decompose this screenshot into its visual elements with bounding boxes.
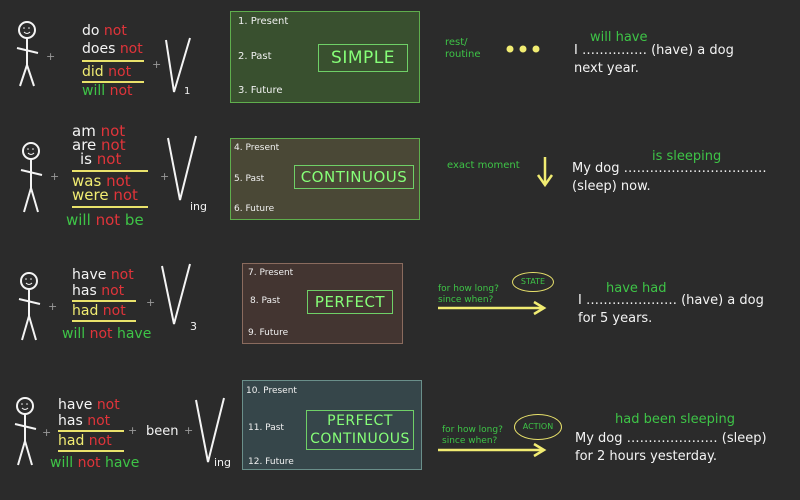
- verb-v-icon: [195, 397, 225, 463]
- aux-line: have not: [72, 267, 134, 283]
- aux-line: have not: [58, 397, 120, 413]
- plus-icon: +: [46, 50, 56, 63]
- tense-past: 8. Past: [250, 296, 281, 306]
- been-word: been: [146, 424, 179, 439]
- aux-line: has not: [58, 413, 111, 429]
- side-note: for how long? since when?: [442, 425, 503, 446]
- tense-present: 1. Present: [238, 16, 289, 27]
- plus-icon: +: [160, 170, 170, 183]
- tense-future: 3. Future: [238, 85, 283, 96]
- stick-figure-icon: [18, 272, 41, 341]
- aux-line: are not: [72, 136, 126, 154]
- aux-line: had not: [58, 433, 112, 449]
- aux-line: was not: [72, 172, 131, 190]
- answer: will have: [590, 30, 648, 45]
- tense-box-continuous: [230, 138, 420, 220]
- tense-box-perfect: [242, 263, 403, 344]
- aux-line: had not: [72, 303, 126, 319]
- side-note: for how long? since when?: [438, 284, 499, 305]
- tense-present: 10. Present: [246, 386, 297, 396]
- aux-line: has not: [72, 283, 125, 299]
- answer: have had: [606, 281, 667, 296]
- right-arrow-icon: [438, 300, 547, 316]
- verb-v-icon: [165, 37, 191, 93]
- aspect-label: SIMPLE: [318, 44, 408, 72]
- action-oval: ACTION: [514, 414, 562, 440]
- stick-figure-icon: [14, 397, 37, 466]
- tense-past: 5. Past: [234, 174, 265, 184]
- plus-icon: +: [50, 170, 60, 183]
- tense-future: 12. Future: [248, 457, 294, 467]
- aux-line: did not: [82, 64, 132, 80]
- verb-suffix: ing: [214, 456, 232, 469]
- exercise-sentence: I ………………… (have) a dog for 5 years.: [578, 293, 764, 326]
- aux-line: is not: [80, 150, 122, 168]
- tense-present: 4. Present: [234, 143, 280, 153]
- aspect-label: PERFECT CONTINUOUS: [306, 410, 414, 450]
- aux-line: will not have: [50, 455, 140, 471]
- tense-past: 2. Past: [238, 51, 272, 62]
- aspect-label: CONTINUOUS: [294, 165, 414, 189]
- aux-line: am not: [72, 122, 126, 140]
- tense-box-perfect-continuous: [242, 380, 422, 470]
- plus-icon: +: [146, 296, 156, 309]
- plus-icon: +: [128, 424, 138, 437]
- plus-icon: +: [42, 426, 52, 439]
- aspect-label: PERFECT: [307, 290, 393, 314]
- aux-line: will not have: [62, 326, 152, 342]
- tense-box-simple: [230, 11, 420, 103]
- answer: had been sleeping: [615, 412, 735, 427]
- aux-line: do not: [82, 23, 127, 39]
- dots-icon: [506, 45, 540, 53]
- plus-icon: +: [48, 300, 58, 313]
- plus-icon: +: [152, 58, 162, 71]
- aux-line: will not be: [66, 211, 144, 229]
- exercise-sentence: My dog ………………… (sleep) for 2 hours yeste…: [575, 431, 767, 464]
- verb-v-icon: [161, 263, 191, 325]
- aux-line: does not: [82, 41, 143, 57]
- tense-future: 6. Future: [234, 204, 275, 214]
- verb-suffix: 1: [184, 86, 191, 97]
- aux-line: were not: [72, 186, 138, 204]
- answer: is sleeping: [652, 149, 722, 164]
- verb-suffix: 3: [190, 320, 197, 333]
- stick-figure-icon: [16, 21, 39, 87]
- tense-present: 7. Present: [248, 268, 294, 278]
- tense-future: 9. Future: [248, 328, 289, 338]
- verb-suffix: ing: [190, 200, 208, 213]
- right-arrow-icon: [438, 442, 547, 458]
- aux-line: will not: [82, 83, 133, 99]
- exercise-sentence: My dog …………………………… (sleep) now.: [572, 161, 767, 194]
- down-arrow-icon: [536, 157, 554, 188]
- stick-figure-icon: [20, 142, 43, 213]
- tense-past: 11. Past: [248, 423, 284, 433]
- side-note: exact moment: [447, 160, 520, 171]
- plus-icon: +: [184, 424, 194, 437]
- side-note: rest/ routine: [445, 37, 481, 60]
- verb-v-icon: [167, 135, 197, 201]
- state-oval: STATE: [512, 272, 554, 292]
- exercise-sentence: I …………… (have) a dog next year.: [574, 43, 734, 76]
